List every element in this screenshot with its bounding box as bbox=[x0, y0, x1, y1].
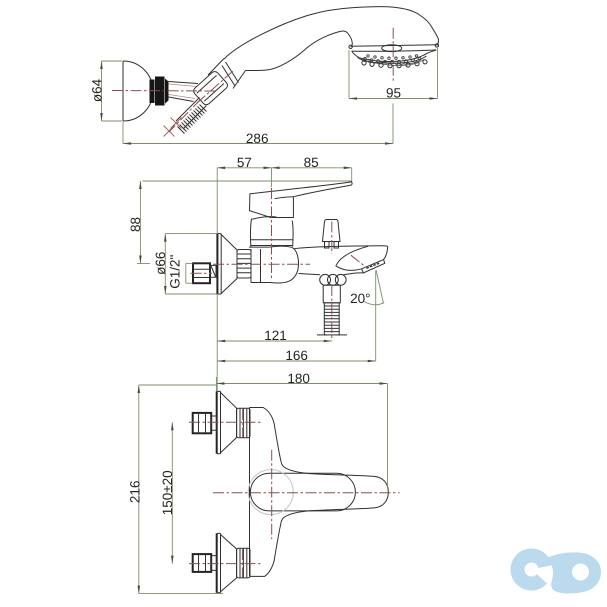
svg-text:ø66: ø66 bbox=[153, 252, 168, 275]
svg-text:20°: 20° bbox=[350, 291, 370, 306]
svg-text:ø64: ø64 bbox=[89, 78, 104, 102]
svg-text:216: 216 bbox=[127, 481, 142, 504]
svg-text:150±20: 150±20 bbox=[160, 470, 175, 515]
svg-text:286: 286 bbox=[246, 131, 269, 146]
svg-text:G1/2": G1/2" bbox=[168, 254, 183, 288]
svg-text:166: 166 bbox=[285, 348, 308, 363]
svg-text:88: 88 bbox=[128, 217, 143, 232]
svg-text:57: 57 bbox=[237, 155, 252, 170]
svg-text:180: 180 bbox=[287, 371, 310, 386]
svg-text:95: 95 bbox=[386, 85, 401, 100]
svg-text:121: 121 bbox=[264, 328, 287, 343]
svg-text:85: 85 bbox=[304, 155, 319, 170]
